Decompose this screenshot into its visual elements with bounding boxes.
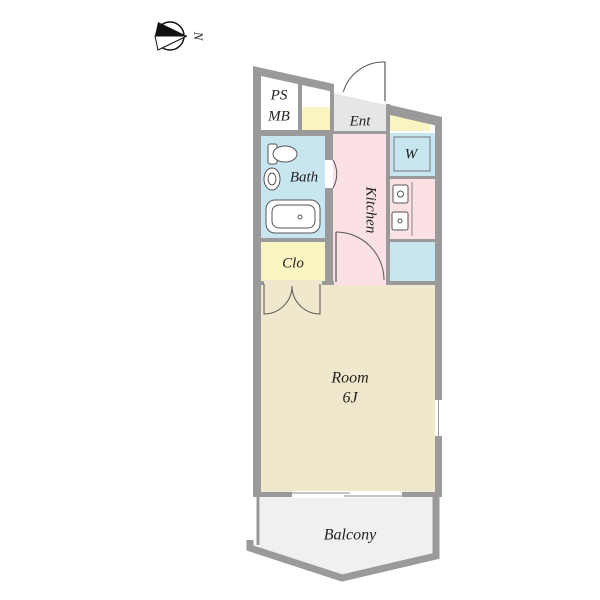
washer-icon [393,136,431,172]
balcony-label: Balcony [324,527,377,544]
compass-label: N [191,31,206,42]
closet-label: Clo [282,255,304,271]
room-door [334,231,386,286]
closet-doors [263,280,322,315]
room-window [435,400,442,436]
washer-floor [389,133,435,176]
compass: N [154,21,206,51]
entrance-floor [333,93,386,133]
balcony-floor [260,495,436,578]
north-arrow-icon [154,21,188,51]
washer-label: W [405,146,419,162]
ps-mb-floor [261,76,298,130]
kitchen-sink-icon [391,211,409,231]
closet-floor [261,241,325,282]
bathtub-icon [265,199,321,234]
room-label: Room [330,370,368,387]
balcony-rail [246,495,440,582]
bath-label: Bath [290,169,318,185]
fridge-floor [389,242,435,281]
toilet-icon [267,143,298,165]
mb-label: MB [267,108,290,124]
storage-yellow-left [302,107,330,131]
entrance-label: Ent [349,113,372,129]
bath-door [325,159,338,189]
entrance-door [342,61,387,105]
balcony-sliding-door [292,491,402,498]
room-floor [261,284,436,492]
ps-label: PS [270,87,288,103]
room-size-label: 6J [342,390,358,407]
stove-icon [392,184,409,204]
sink-icon [263,167,281,191]
kitchen-floor [333,133,386,283]
kitchen-label: Kitchen [363,186,379,234]
